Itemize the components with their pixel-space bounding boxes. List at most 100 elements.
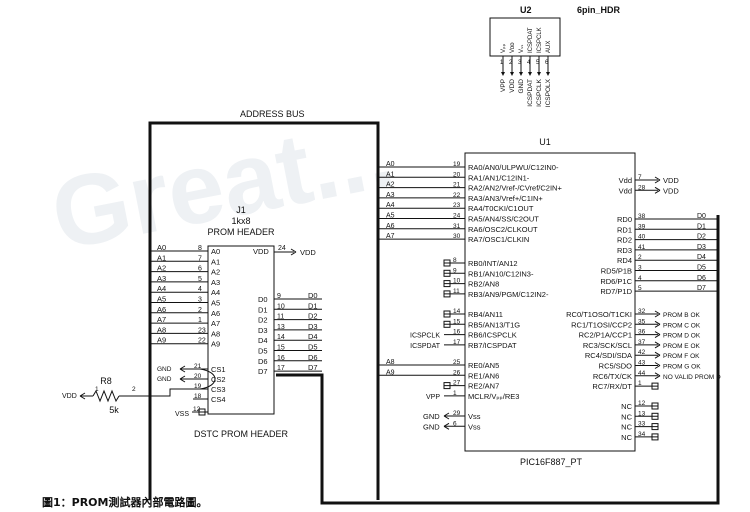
u1-net-label: VPP xyxy=(426,394,440,401)
u1-net-arrow xyxy=(654,362,661,369)
u2-pin-number: 5 xyxy=(536,60,540,66)
u1-pin-name: RB0/INT/AN12 xyxy=(468,259,518,268)
j1-data-net: D3 xyxy=(308,322,318,331)
u1-pin-name: NC xyxy=(621,402,632,411)
u1-net-label: D0 xyxy=(697,213,706,220)
u2-pin-name: AUX xyxy=(546,41,552,53)
u1-nc-pad xyxy=(443,382,451,390)
u1-net-arrow xyxy=(654,186,661,194)
j1-pin-name: A0 xyxy=(211,247,220,256)
j1-data-net: D5 xyxy=(308,343,318,352)
j1-pin-name: A4 xyxy=(211,288,220,297)
j1-vdd-pin-number: 24 xyxy=(278,245,286,252)
u1-pin-number: 35 xyxy=(638,318,646,325)
u1-nc-pad xyxy=(443,259,451,267)
u1-net-label: A6 xyxy=(386,223,395,230)
u1-pin-number: 39 xyxy=(638,223,646,230)
u1-net-label: VDD xyxy=(663,186,679,195)
u1-net-arrow xyxy=(654,320,661,328)
u1-pin-name: MCLR/Vₚₚ/RE3 xyxy=(468,392,519,401)
u2-net-label: VPP xyxy=(500,79,507,92)
j1-pin-number: 3 xyxy=(198,297,202,304)
j1-pin-number: 6 xyxy=(198,266,202,273)
u1-pin-number: 26 xyxy=(453,369,461,376)
u1-pin-name: RB6/ICSPCLK xyxy=(468,331,517,340)
u1-pin-name: RB7/ICSPDAT xyxy=(468,341,517,350)
j1-pin-name: A2 xyxy=(211,268,220,277)
u2-pin-arrow xyxy=(501,72,505,76)
u1-pin-number: 1 xyxy=(453,390,457,397)
data-bus xyxy=(276,215,720,505)
u1-pin-name: RD2 xyxy=(617,236,632,245)
j1-data-pin-number: 13 xyxy=(277,324,285,331)
u1-pin-number: 28 xyxy=(638,184,646,191)
cs-loop xyxy=(199,368,216,390)
u1-nc-pad xyxy=(651,402,659,410)
j1-pin-name: A8 xyxy=(211,329,220,338)
j1-address-net: A3 xyxy=(157,274,166,283)
u2-pin-name: ICSPDAT xyxy=(528,27,534,53)
u1-nc-pad xyxy=(443,320,451,328)
u1-pin-number: 21 xyxy=(453,182,461,189)
r8-pin1: 1 xyxy=(95,386,99,393)
u2-net-label: VDD xyxy=(509,79,516,93)
j1-vdd-arrow xyxy=(290,248,297,256)
u1-pin-name: RB4/AN11 xyxy=(468,310,503,319)
j1-vss-pad xyxy=(198,408,206,416)
j1-address-net: A0 xyxy=(157,243,166,252)
u1-pin-name: RA4/T0CKI/C1OUT xyxy=(468,204,534,213)
u2-pin-arrow xyxy=(537,72,541,76)
j1-data-pin-name: D6 xyxy=(258,357,268,366)
u1-pin-number: 31 xyxy=(453,223,461,230)
u1-pin-name: RD7/P1D xyxy=(600,287,632,296)
u1-net-label: A3 xyxy=(386,192,395,199)
u1-pin-number: 33 xyxy=(638,421,646,428)
u1-pin-number: 41 xyxy=(638,244,646,251)
j1-pin-name: A6 xyxy=(211,309,220,318)
u1-pin-number: 3 xyxy=(638,265,642,272)
j1-vdd-net: VDD xyxy=(300,248,316,257)
j1-pin-number: 8 xyxy=(198,245,202,252)
u1-pin-name: RD4 xyxy=(617,256,632,265)
u1-pin-name: RC1/T1OSI/CCP2 xyxy=(571,320,632,329)
u1-pin-number: 7 xyxy=(638,174,642,181)
u1-pin-name: Vdd xyxy=(619,176,632,185)
j1-pin-number: 22 xyxy=(198,338,206,345)
u1-net-label: PROM G OK xyxy=(663,364,701,371)
u1-pin-number: 17 xyxy=(453,339,461,346)
u1-net-label: D3 xyxy=(697,244,706,251)
u1-pin-number: 14 xyxy=(453,308,461,315)
u1-pin-name: RA6/OSC2/CLKOUT xyxy=(468,225,538,234)
u2-pin-name: Vₚₚ xyxy=(501,43,507,53)
u1-net-label: D7 xyxy=(697,285,706,292)
u1-pin-number: 19 xyxy=(453,161,461,168)
u2-pin-name: Vₛₛ xyxy=(519,45,525,53)
u1-net-arrow xyxy=(654,331,661,339)
u1-nc-pad xyxy=(443,310,451,318)
u1-pin-number: 43 xyxy=(638,360,646,367)
j1-vss-pin-number: 12 xyxy=(193,406,201,413)
j1-vss-net: VSS xyxy=(175,411,189,418)
u1-net-arrow xyxy=(654,310,661,318)
u1-nc-pad xyxy=(443,269,451,277)
u1-net-label: NO VALID PROM D xyxy=(663,374,721,381)
u2-pin-arrow xyxy=(528,72,532,76)
u1-pin-name: NC xyxy=(621,423,632,432)
u2-net-label: ICSPCLK xyxy=(536,78,543,106)
u1-pin-number: 1 xyxy=(638,380,642,387)
j1-data-pin-name: D0 xyxy=(258,295,268,304)
j1-pin-number: 4 xyxy=(198,286,202,293)
j1-data-pin-number: 10 xyxy=(277,303,285,310)
u2-pin-number: 2 xyxy=(509,60,513,66)
u2-pin-number: 3 xyxy=(518,60,522,66)
j1-vdd-pin-name: VDD xyxy=(253,247,269,256)
u1-net-label: PROM B OK xyxy=(663,312,701,319)
u1-part: PIC16F887_PT xyxy=(520,457,583,467)
j1-cs-pin-name: CS3 xyxy=(211,385,226,394)
u1-pin-number: 2 xyxy=(638,254,642,261)
j1-data-net: D7 xyxy=(308,363,318,372)
u1-pin-name: RC4/SDI/SDA xyxy=(585,351,632,360)
